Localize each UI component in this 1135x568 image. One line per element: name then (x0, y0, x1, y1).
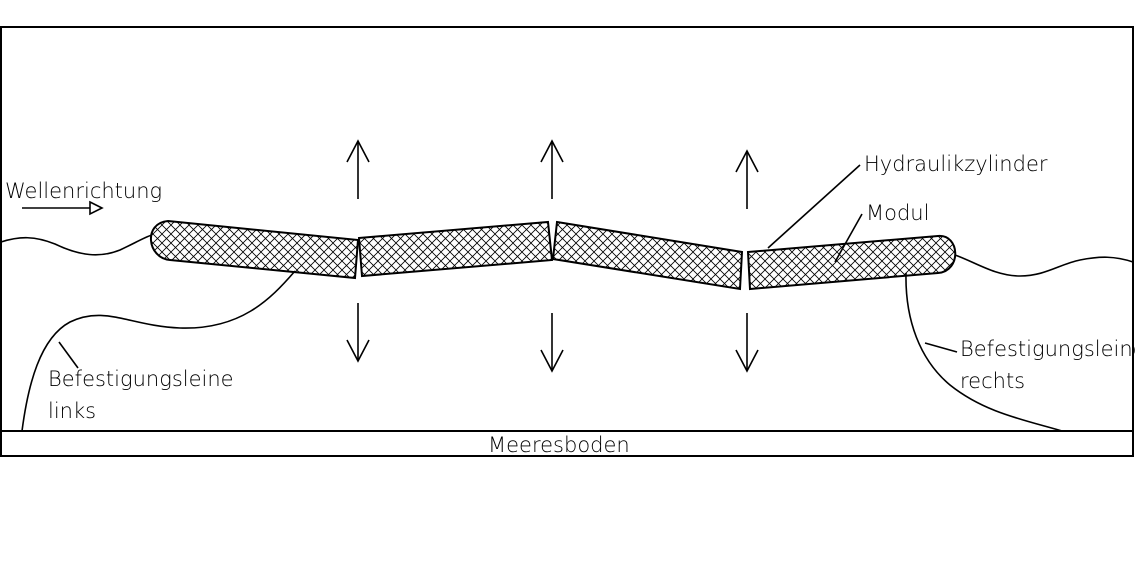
module-4 (746, 234, 957, 291)
arrow-down-icon (540, 313, 564, 373)
mooring-right-label-line1: Befestigungsleine (960, 337, 1135, 361)
mooring-left-label-line1: Befestigungsleine (48, 367, 234, 391)
module-2 (357, 220, 554, 278)
water-surface-right (954, 254, 1134, 277)
mooring-left-leader (58, 341, 79, 369)
mooring-left-label-line2: links (48, 399, 96, 423)
arrow-up-icon (540, 139, 564, 199)
mooring-line-right (905, 272, 1063, 432)
mooring-line-left (21, 270, 296, 432)
arrow-down-icon (735, 313, 759, 373)
module-leader (834, 213, 863, 263)
water-surface-left (0, 234, 153, 256)
arrow-right-icon (22, 200, 104, 216)
mooring-right-leader (924, 342, 958, 353)
arrow-up-icon (735, 149, 759, 209)
module-1 (150, 219, 360, 280)
module-3 (551, 220, 744, 291)
mooring-right-label-line2: rechts (960, 369, 1025, 393)
arrow-up-icon (346, 139, 370, 199)
arrow-down-icon (346, 303, 370, 363)
wave-direction-label: Wellenrichtung (5, 179, 162, 203)
module-label: Modul (866, 201, 929, 225)
hydraulic-cylinder-leader (767, 164, 861, 249)
seabed-label: Meeresboden (488, 433, 630, 457)
hydraulic-cylinder-label: Hydraulikzylinder (864, 152, 1048, 176)
